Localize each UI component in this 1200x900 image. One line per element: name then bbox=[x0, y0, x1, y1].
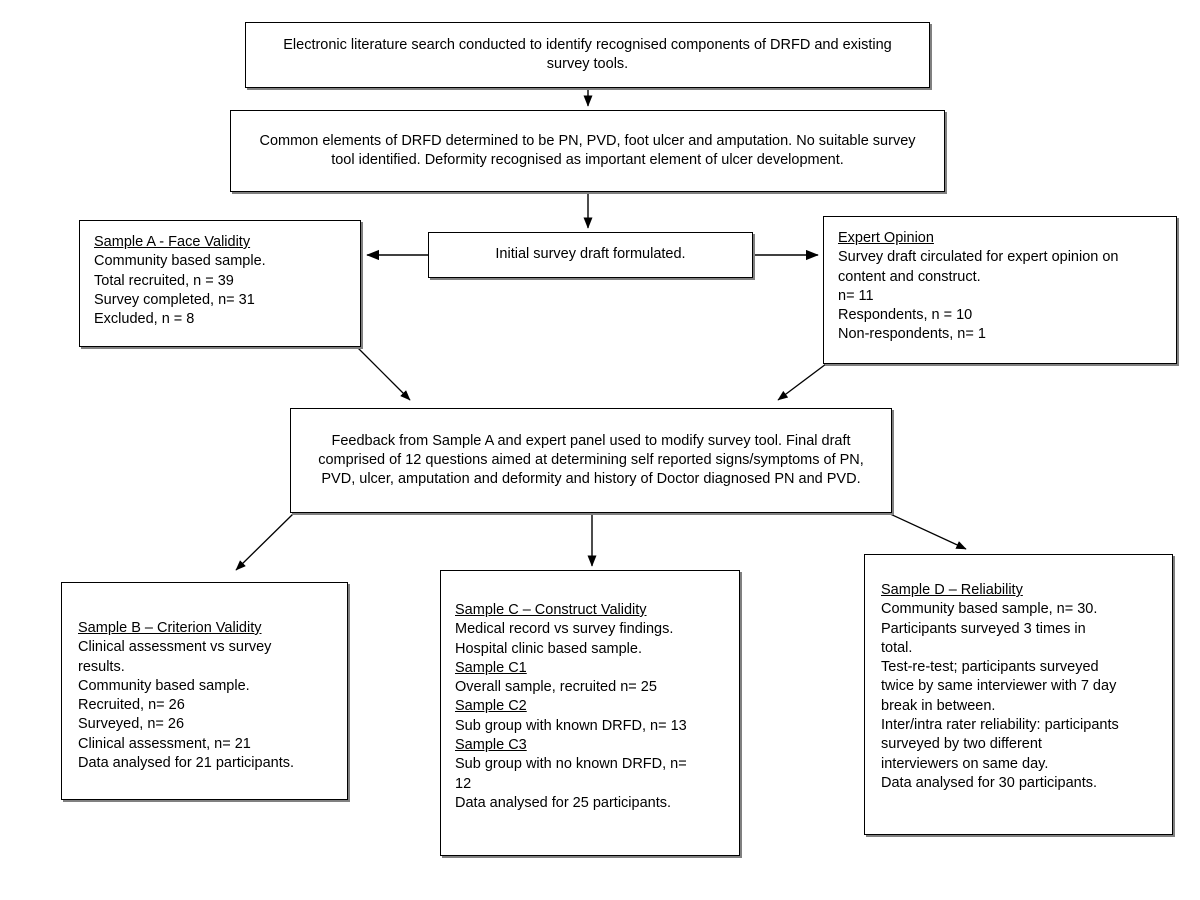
node-sample-c: Sample C – Construct Validity Medical re… bbox=[440, 570, 740, 856]
node-body: Common elements of DRFD determined to be… bbox=[231, 111, 944, 191]
node-heading: Expert Opinion bbox=[838, 230, 934, 246]
node-body: Sample A - Face Validity Community based… bbox=[80, 221, 360, 346]
node-line: Data analysed for 25 participants. bbox=[455, 794, 672, 811]
node-literature-search: Electronic literature search conducted t… bbox=[245, 22, 930, 88]
node-text: Initial survey draft formulated. bbox=[495, 246, 686, 263]
node-heading: Sample A - Face Validity bbox=[94, 234, 251, 250]
connector-feedback-to-sample-b bbox=[235, 512, 295, 571]
node-sample-d: Sample D – Reliability Community based s… bbox=[864, 554, 1173, 835]
node-line: Excluded, n = 8 bbox=[94, 311, 195, 328]
node-line: Survey completed, n= 31 bbox=[94, 291, 255, 308]
node-sample-b: Sample B – Criterion Validity Clinical a… bbox=[61, 582, 348, 800]
node-line: Inter/intra rater reliability: participa… bbox=[881, 716, 1119, 733]
node-subheading-c1: Sample C1 bbox=[455, 659, 527, 676]
node-line: Data analysed for 30 participants. bbox=[881, 774, 1098, 791]
node-line: Clinical assessment vs survey bbox=[78, 639, 272, 656]
node-line: Non-respondents, n= 1 bbox=[838, 326, 986, 343]
node-line: Clinical assessment, n= 21 bbox=[78, 735, 251, 752]
node-line: Community based sample. bbox=[94, 253, 266, 270]
node-feedback: Feedback from Sample A and expert panel … bbox=[290, 408, 892, 513]
node-line: Respondents, n = 10 bbox=[838, 307, 973, 324]
node-line: surveyed by two different bbox=[881, 736, 1042, 753]
node-subheading-c2: Sample C2 bbox=[455, 698, 527, 715]
node-line: Total recruited, n = 39 bbox=[94, 272, 234, 289]
node-line: results. bbox=[78, 658, 125, 675]
node-sample-a: Sample A - Face Validity Community based… bbox=[79, 220, 361, 347]
node-line: Community based sample. bbox=[78, 677, 250, 694]
node-line: content and construct. bbox=[838, 268, 981, 285]
node-common-elements: Common elements of DRFD determined to be… bbox=[230, 110, 945, 192]
node-body: Feedback from Sample A and expert panel … bbox=[291, 409, 891, 512]
node-body: Initial survey draft formulated. bbox=[429, 233, 752, 277]
node-heading: Sample B – Criterion Validity bbox=[78, 620, 262, 636]
node-line: 12 bbox=[455, 775, 472, 792]
node-heading: Sample D – Reliability bbox=[881, 582, 1023, 598]
node-line: Test-re-test; participants surveyed bbox=[881, 659, 1099, 676]
node-line: n= 11 bbox=[838, 287, 874, 304]
node-body: Sample D – Reliability Community based s… bbox=[865, 555, 1172, 834]
node-line: Hospital clinic based sample. bbox=[455, 640, 642, 657]
node-line: break in between. bbox=[881, 697, 996, 714]
node-line: Overall sample, recruited n= 25 bbox=[455, 679, 657, 696]
node-line: Community based sample, n= 30. bbox=[881, 601, 1098, 618]
node-line: Participants surveyed 3 times in bbox=[881, 620, 1086, 637]
connector-feedback-to-sample-d bbox=[887, 512, 967, 550]
node-line: Surveyed, n= 26 bbox=[78, 716, 185, 733]
node-line: Medical record vs survey findings. bbox=[455, 621, 674, 638]
node-heading: Sample C – Construct Validity bbox=[455, 602, 647, 618]
node-line: Survey draft circulated for expert opini… bbox=[838, 249, 1119, 266]
node-line: Sub group with no known DRFD, n= bbox=[455, 756, 687, 773]
node-text: Common elements of DRFD determined to be… bbox=[259, 132, 916, 168]
node-line: interviewers on same day. bbox=[881, 755, 1049, 772]
node-body: Sample B – Criterion Validity Clinical a… bbox=[62, 583, 347, 799]
node-text: Feedback from Sample A and expert panel … bbox=[318, 432, 864, 488]
connector-sample-a-to-feedback bbox=[356, 346, 411, 401]
node-body: Sample C – Construct Validity Medical re… bbox=[441, 571, 739, 855]
node-line: Recruited, n= 26 bbox=[78, 697, 185, 714]
node-line: twice by same interviewer with 7 day bbox=[881, 678, 1117, 695]
node-line: total. bbox=[881, 639, 913, 656]
node-text: Electronic literature search conducted t… bbox=[283, 36, 892, 72]
node-line: Data analysed for 21 participants. bbox=[78, 754, 295, 771]
node-body: Expert Opinion Survey draft circulated f… bbox=[824, 217, 1176, 363]
node-initial-draft: Initial survey draft formulated. bbox=[428, 232, 753, 278]
node-line: Sub group with known DRFD, n= 13 bbox=[455, 717, 687, 734]
node-expert-opinion: Expert Opinion Survey draft circulated f… bbox=[823, 216, 1177, 364]
node-subheading-c3: Sample C3 bbox=[455, 736, 527, 753]
connector-expert-to-feedback bbox=[777, 363, 827, 401]
node-body: Electronic literature search conducted t… bbox=[246, 23, 929, 87]
